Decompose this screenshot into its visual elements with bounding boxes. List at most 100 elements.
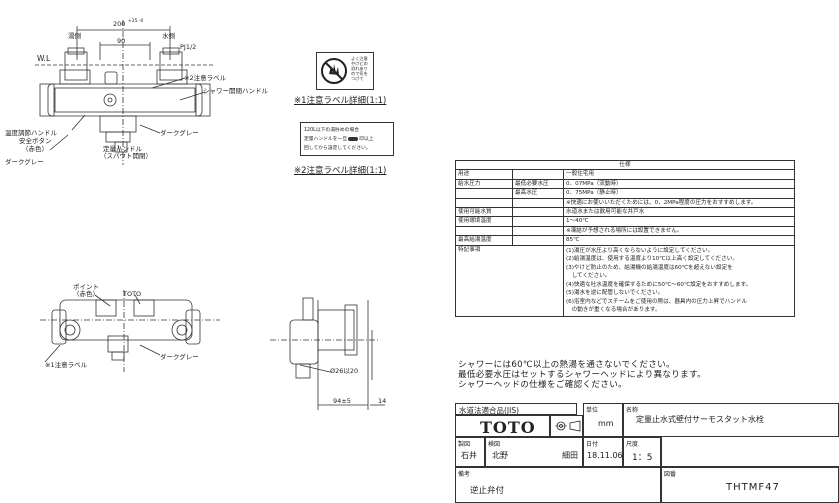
remark-label: 備考 [458, 471, 471, 478]
hot-water-label: 湯側 [68, 32, 81, 40]
red-color-label: （赤色） [22, 145, 48, 153]
date-value: 18.11.06 [587, 451, 623, 460]
projection-symbol-icon [555, 420, 581, 432]
spec-cell: 給水圧力 [455, 178, 513, 190]
caution-label-2-pointer: ※2注意ラベル [184, 74, 227, 82]
usage-notes: シャワーには60℃以上の熱湯を通さないでください。 最低必要水圧はセットするシャ… [458, 360, 706, 390]
name-cell: 名称 定量止水式壁付サーモスタット水栓 [623, 403, 839, 437]
spec-cell: 最低必要水圧 [512, 178, 564, 190]
dim-90-label: 90 [117, 37, 126, 45]
cold-water-label: 水側 [162, 32, 175, 40]
date-label: 日付 [586, 441, 599, 448]
spec-cell [512, 169, 564, 180]
special-item: してください。 [566, 273, 611, 280]
no-hand-icon [321, 58, 347, 84]
spout-label: （スパウト開閉） [100, 152, 152, 160]
spec-cell: 最高給湯温度 [455, 235, 513, 246]
spec-row: ※快適にお使いいただくためには、0．2MPa程度の圧力をおすすめします。 [455, 197, 795, 209]
dim-14-label: 14 [378, 397, 387, 405]
brand-cell: TOTO [455, 415, 550, 437]
spec-row: 使用可能水質 水道水または飲用可能な井戸水 [455, 207, 795, 218]
toto-mark-label: TOTO [123, 290, 142, 298]
dim-94-label: 94±5 [333, 397, 351, 405]
spec-cell [512, 225, 564, 237]
caution-label-2-line3: 回してから設定してください。 [304, 146, 371, 151]
remark-cell: 備考 逆止弁付 [455, 467, 661, 503]
special-notes-label: 特記事項 [455, 244, 564, 317]
spec-header: 仕様 [455, 159, 795, 171]
spec-row: ※凍結が予想される場所には設置できません。 [455, 225, 795, 237]
shower-handle-label: シャワー開閉ハンドル [203, 87, 268, 95]
special-notes: (1)湯圧が水圧より高くならないように設定してください。 (2)給湯温度は、使用す… [563, 244, 795, 317]
spec-cell [512, 235, 564, 246]
product-name: 定量止水式壁付サーモスタット水栓 [636, 415, 764, 424]
special-item: (3)やけど防止のため、給湯機の給湯温度は60℃を超えない設定を [566, 264, 733, 271]
law-cell: 水道法適合品(JIS) [455, 403, 577, 415]
note-line: 最低必要水圧はセットするシャワーヘッドにより異なります。 [458, 370, 706, 380]
scale-cell: 尺度 1：5 [623, 437, 661, 467]
special-item: (1)湯圧が水圧より高くならないように設定してください。 [566, 247, 714, 254]
caution-label-2-line1: 120L以下の湯貯めの場合 [304, 128, 360, 133]
spec-row: 用途 一般住宅用 [455, 169, 795, 180]
spec-cell: 用途 [455, 169, 513, 180]
special-item: (2)給湯温度は、使用する温度より10℃以上高く設定してください。 [566, 256, 738, 263]
spec-cell: 85℃ [563, 235, 795, 246]
spec-cell: ※快適にお使いいただくためには、0．2MPa程度の圧力をおすすめします。 [563, 197, 795, 209]
spec-cell: 0．75MPa（静止時） [563, 188, 795, 199]
drawn-label: 製図 [458, 441, 471, 448]
unit-label: 単位 [586, 407, 599, 414]
front-view [35, 20, 215, 165]
spec-cell: 水道水または飲用可能な井戸水 [563, 207, 795, 218]
dim-200-tolerance: +25 -0 [128, 19, 144, 24]
scale-label: 尺度 [626, 441, 639, 448]
remark-value: 逆止弁付 [470, 486, 505, 496]
special-item: (4)快適な吐水温度を確保するために50℃～60℃設定をおすすめします。 [566, 281, 752, 288]
drawn-cell: 製図 石井 [455, 437, 485, 467]
name-label: 名称 [626, 407, 639, 414]
date-cell: 日付 18.11.06 [583, 437, 623, 467]
drawing-no-cell: 図番 THTMF47 [661, 467, 839, 503]
spec-cell [512, 207, 564, 218]
checked-by: 北野 [492, 451, 508, 460]
blank-cell [661, 437, 839, 467]
caution-label-1-caption: ※1注意ラベル詳細(1:1) [294, 96, 387, 106]
temp-handle-label: 温度調節ハンドル [5, 129, 57, 137]
spec-cell [512, 216, 564, 227]
spec-cell: 最高水圧 [512, 188, 564, 199]
caution-label-2-detail: 120L以下の湯貯めの場合 定量ハンドルを一旦印以上 回してから設定してください… [300, 122, 394, 156]
title-block: 水道法適合品(JIS) TOTO 単位 mm 名称 定量止水式壁付サーモスタット… [455, 403, 839, 503]
spec-row: 最高給湯温度 85℃ [455, 235, 795, 246]
checked-cell: 検図 北野 細田 [485, 437, 583, 467]
scale-value: 1：5 [632, 453, 653, 463]
dim-200-label: 200 [113, 20, 126, 28]
checked-label: 検図 [488, 441, 501, 448]
safety-button-label: 安全ボタン [19, 137, 52, 145]
note-line: シャワーヘッドの仕様をご確認ください。 [458, 380, 627, 390]
unit-cell: 単位 mm [583, 403, 623, 437]
spec-cell [455, 225, 513, 237]
spec-cell: 0．07MPa（流動時） [563, 178, 795, 190]
caution-label-2-caption: ※2注意ラベル詳細(1:1) [294, 166, 387, 176]
pipe-thread-label: PJ1/2 [180, 43, 197, 51]
diameter-label: Ø26以20 [330, 367, 359, 375]
brand-logo: TOTO [480, 418, 536, 437]
spec-cell: ※凍結が予想される場所には設置できません。 [563, 225, 795, 237]
caution-label-2-line2: 定量ハンドルを一旦印以上 [304, 136, 374, 142]
handle-mark-icon [348, 136, 359, 141]
dark-gray-label-2: ダークグレー [5, 158, 44, 166]
special-item: (6)浴室内などでスチームをご使用の際は、器具内の圧力上昇でハンドル [566, 298, 748, 305]
spec-cell: 使用可能水質 [455, 207, 513, 218]
caution-label-1-detail: よく注意 やけどの 恐れあり ので気を つけて [316, 52, 374, 90]
spec-cell: 1～40℃ [563, 216, 795, 227]
spec-cell [512, 197, 564, 209]
projection-cell [550, 415, 583, 437]
special-item: の動きが重くなる場合があります。 [566, 307, 661, 314]
point-label: ポイント [73, 283, 99, 291]
plan-view [40, 290, 220, 372]
spec-cell: 一般住宅用 [563, 169, 795, 180]
approved-by: 細田 [562, 451, 578, 460]
